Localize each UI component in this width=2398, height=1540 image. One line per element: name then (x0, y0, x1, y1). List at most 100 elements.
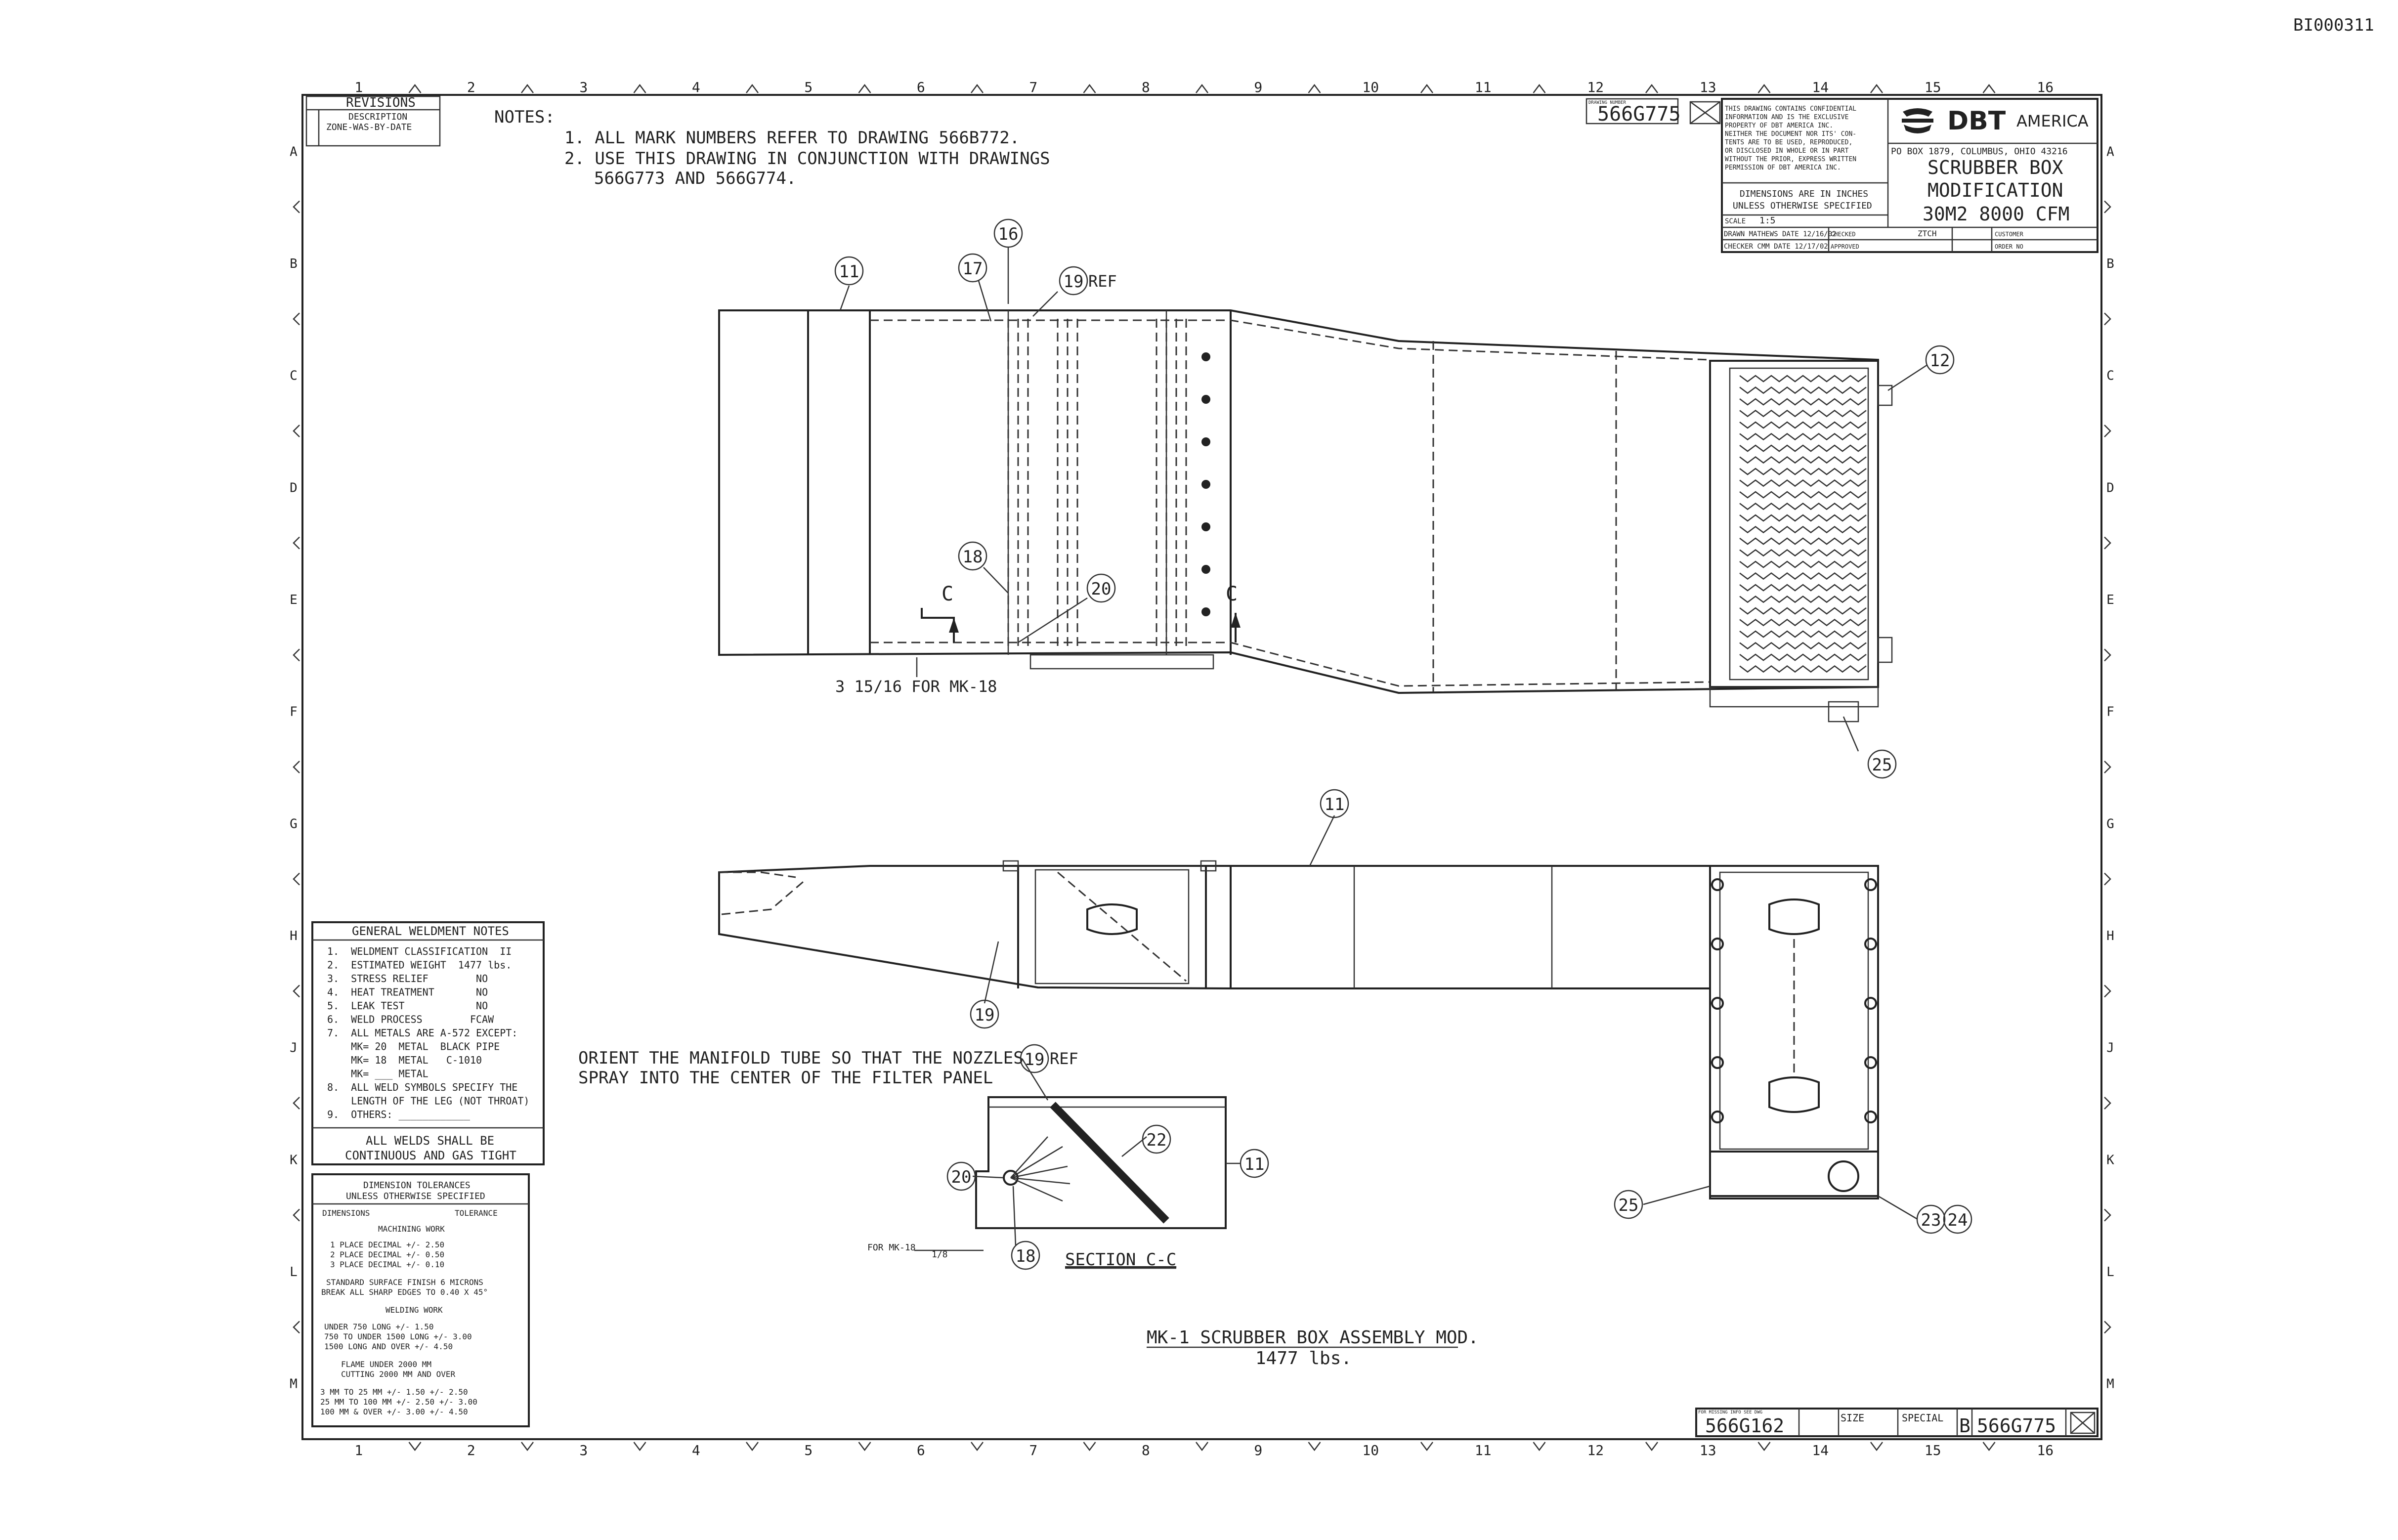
zone-number-top: 3 (579, 79, 588, 95)
chevron-row (1739, 560, 1867, 568)
assembly-weight: 1477 lbs. (1255, 1348, 1352, 1369)
zone-letter-right: E (2106, 593, 2114, 607)
zone-tick (1420, 1442, 1433, 1452)
zone-number-bottom: 12 (1587, 1442, 1604, 1458)
note-2: 2. USE THIS DRAWING IN CONJUNCTION WITH … (564, 149, 1050, 169)
chevron-row (1739, 537, 1867, 545)
chevron-row (1739, 444, 1867, 452)
bolt-hole (1864, 878, 1877, 891)
nozzle-holes (1201, 352, 1210, 616)
svg-text:19: 19 (1025, 1050, 1045, 1069)
zone-letter-right: D (2106, 480, 2114, 495)
bolt-hole (1711, 997, 1724, 1010)
callout-11-side: 11 (1320, 789, 1349, 818)
confidential-notice: THIS DRAWING CONTAINS CONFIDENTIALINFORM… (1725, 105, 1856, 171)
zone-letter-left: M (290, 1377, 298, 1392)
zone-number-top: 11 (1475, 79, 1492, 95)
weldment-item: 3. STRESS RELIEF NO (327, 973, 488, 984)
confidential-line: NEITHER THE DOCUMENT NOR ITS' CON- (1725, 130, 1856, 138)
zone-letter-left: K (290, 1153, 298, 1167)
chevron-row (1739, 456, 1867, 464)
section-mark-left: C (942, 583, 953, 605)
zone-letter-left: F (290, 705, 298, 720)
drawing-border (301, 94, 2102, 1440)
bottom-size: B (1959, 1415, 1970, 1437)
zone-letter-left: B (290, 257, 298, 271)
flame-header-1: FLAME UNDER 2000 MM (341, 1360, 431, 1369)
zone-number-bottom: 4 (692, 1442, 700, 1458)
zone-letter-left: L (290, 1265, 298, 1280)
title-line-3: 30M2 8000 CFM (1923, 203, 2069, 225)
nozzle-hole (1201, 607, 1210, 616)
zone-number-top: 5 (804, 79, 813, 95)
callout-12: 12 (1925, 345, 1955, 375)
nozzle-hole (1201, 480, 1210, 489)
zone-tick (1982, 84, 1996, 93)
nozzle-hole (1201, 437, 1210, 446)
zone-tick (633, 1442, 646, 1452)
zone-number-top: 1 (354, 79, 363, 95)
chevron-row (1739, 665, 1867, 673)
chevron-row (1739, 618, 1867, 627)
nozzle-hole (1201, 352, 1210, 361)
zone-tick (293, 1097, 300, 1110)
zone-tick (633, 84, 646, 93)
zone-tick (408, 1442, 422, 1452)
callout-leaders (839, 247, 1928, 1246)
chevron-row (1739, 398, 1867, 406)
zone-tick (2104, 1321, 2111, 1334)
zone-number-bottom: 1 (354, 1442, 363, 1458)
nozzle-hole (1201, 565, 1210, 574)
zone-number-top: 14 (1812, 79, 1829, 95)
zone-number-top: 15 (1925, 79, 1941, 95)
zone-tick (2104, 200, 2111, 214)
chevron-row (1739, 642, 1867, 650)
zone-tick (1308, 84, 1321, 93)
zone-tick (293, 872, 300, 886)
order-label: ORDER NO (1995, 243, 2023, 250)
zone-tick (1870, 1442, 1883, 1452)
mk18-small-label: FOR MK-18 (867, 1242, 916, 1253)
chevron-row (1739, 653, 1867, 661)
svg-text:18: 18 (1016, 1246, 1036, 1266)
dimensions-note-1: DIMENSIONS ARE IN INCHES (1740, 189, 1868, 199)
zone-tick (293, 200, 300, 214)
zone-tick (293, 648, 300, 662)
zone-markers: 1122334455667788991010111112121313141415… (290, 79, 2114, 1458)
chevron-row (1739, 525, 1867, 534)
zone-tick (971, 1442, 984, 1452)
zone-tick (1645, 84, 1658, 93)
zone-letter-left: J (290, 1041, 298, 1056)
tolerance-col-dim: DIMENSIONS (322, 1208, 370, 1218)
zone-tick (1308, 1442, 1321, 1452)
zone-tick (1757, 84, 1771, 93)
chevron-row (1739, 432, 1867, 441)
title-block: DRAWING NUMBER 566G775 THIS DRAWING CONT… (1585, 98, 2098, 253)
weldment-item: MK= 20 METAL BLACK PIPE (327, 1041, 500, 1053)
zone-tick (1083, 1442, 1096, 1452)
zone-tick (2104, 872, 2111, 886)
title-line-1: SCRUBBER BOX (1927, 157, 2063, 178)
section-cut-marks: C C (921, 583, 1241, 642)
side-elevation-view (718, 860, 1879, 1199)
nozzle-hole (1201, 522, 1210, 531)
zone-tick (1757, 1442, 1771, 1452)
zone-tick (293, 425, 300, 437)
callout-22: 22 (1142, 1124, 1171, 1154)
confidential-line: INFORMATION AND IS THE EXCLUSIVE (1725, 114, 1848, 121)
company-suffix: AMERICA (2016, 112, 2089, 130)
zone-number-bottom: 11 (1475, 1442, 1492, 1458)
flame-row-1: 3 MM TO 25 MM +/- 1.50 +/- 2.50 (320, 1387, 468, 1397)
svg-text:22: 22 (1147, 1130, 1167, 1150)
chevron-row (1739, 549, 1867, 557)
zone-tick (293, 536, 300, 550)
callout-16: 16 (993, 218, 1023, 248)
callout-20-section: 20 (946, 1161, 976, 1191)
svg-text:20: 20 (1091, 579, 1112, 599)
top-plan-view (718, 309, 1893, 723)
zone-letter-right: K (2106, 1153, 2114, 1167)
machining-row-2: 2 PLACE DECIMAL +/- 0.50 (330, 1250, 444, 1259)
svg-text:20: 20 (951, 1167, 972, 1187)
svg-text:17: 17 (963, 259, 983, 279)
drawing-number: 566G775 (1597, 103, 1681, 126)
